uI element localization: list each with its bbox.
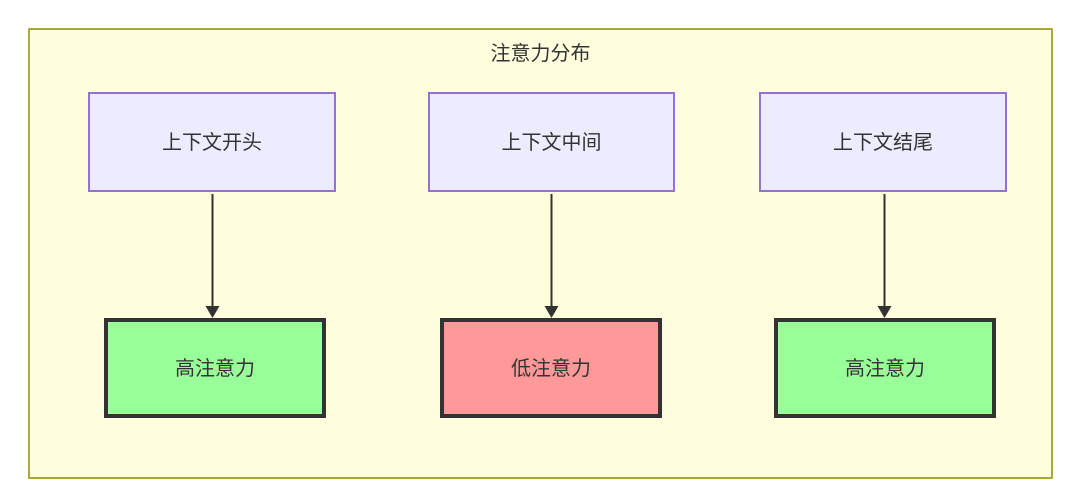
node-context-middle[interactable]: 上下文中间 [428,92,675,192]
cluster-title: 注意力分布 [490,41,591,65]
node-context-end-label: 上下文结尾 [833,130,933,154]
node-attention-start-label: 高注意力 [175,356,255,380]
node-attention-middle-label: 低注意力 [511,356,591,380]
node-context-end[interactable]: 上下文结尾 [759,92,1007,192]
node-attention-middle[interactable]: 低注意力 [440,318,662,418]
node-attention-end-label: 高注意力 [845,356,925,380]
node-context-start-label: 上下文开头 [162,130,262,154]
node-attention-start[interactable]: 高注意力 [104,318,326,418]
node-context-middle-label: 上下文中间 [501,130,602,154]
node-context-start[interactable]: 上下文开头 [88,92,336,192]
node-attention-end[interactable]: 高注意力 [774,318,996,418]
